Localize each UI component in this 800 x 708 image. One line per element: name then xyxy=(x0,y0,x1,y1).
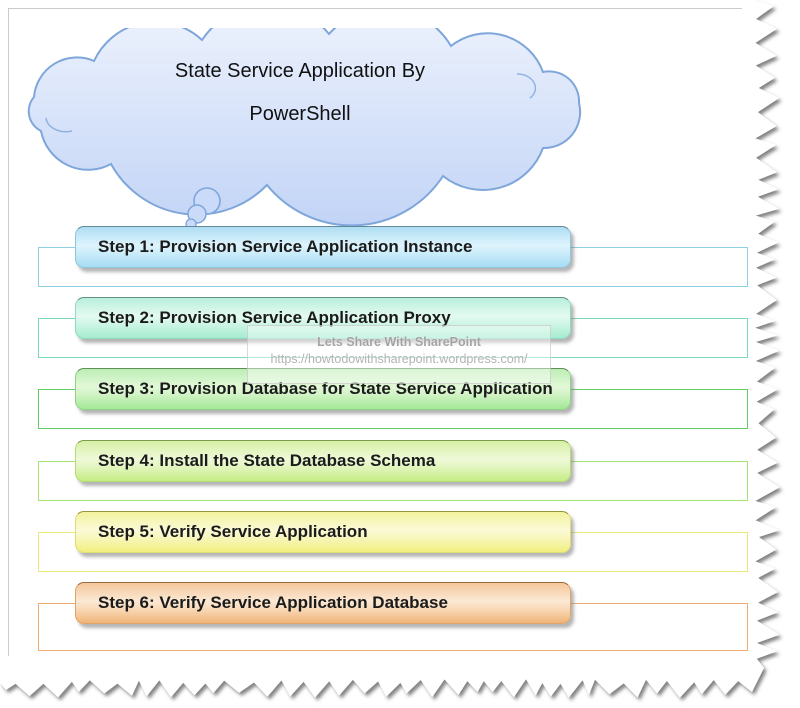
step-label: Step 4: Install the State Database Schem… xyxy=(98,451,436,470)
cloud-detail-arc-right xyxy=(516,73,537,99)
watermark-url: https://howtodowithsharepoint.wordpress.… xyxy=(270,352,528,366)
cloud-title-line1: State Service Application By xyxy=(174,60,426,82)
step-label: Step 5: Verify Service Application xyxy=(98,522,368,541)
thought-bubble-medium xyxy=(187,204,207,224)
step-label: Step 6: Verify Service Application Datab… xyxy=(98,593,448,612)
cloud-title-line2: PowerShell xyxy=(249,103,351,125)
cloud-title: State Service Application By PowerShell xyxy=(110,50,490,136)
step-box: Step 6: Verify Service Application Datab… xyxy=(75,582,571,624)
step-box: Step 4: Install the State Database Schem… xyxy=(75,440,571,482)
step-box: Step 5: Verify Service Application xyxy=(75,511,571,553)
cloud-detail-arc-left xyxy=(45,117,73,133)
step-box: Step 1: Provision Service Application In… xyxy=(75,226,571,268)
frame-left-border xyxy=(8,8,9,656)
step-label: Step 1: Provision Service Application In… xyxy=(98,237,473,256)
frame-top-border xyxy=(8,8,742,9)
cloud-shape xyxy=(27,28,582,227)
step-label: Step 2: Provision Service Application Pr… xyxy=(98,308,451,327)
watermark: Lets Share With SharePoint https://howto… xyxy=(247,325,551,384)
thought-cloud xyxy=(27,28,582,230)
step-box: Step 2: Provision Service Application Pr… xyxy=(75,297,571,339)
watermark-title: Lets Share With SharePoint xyxy=(317,335,481,349)
